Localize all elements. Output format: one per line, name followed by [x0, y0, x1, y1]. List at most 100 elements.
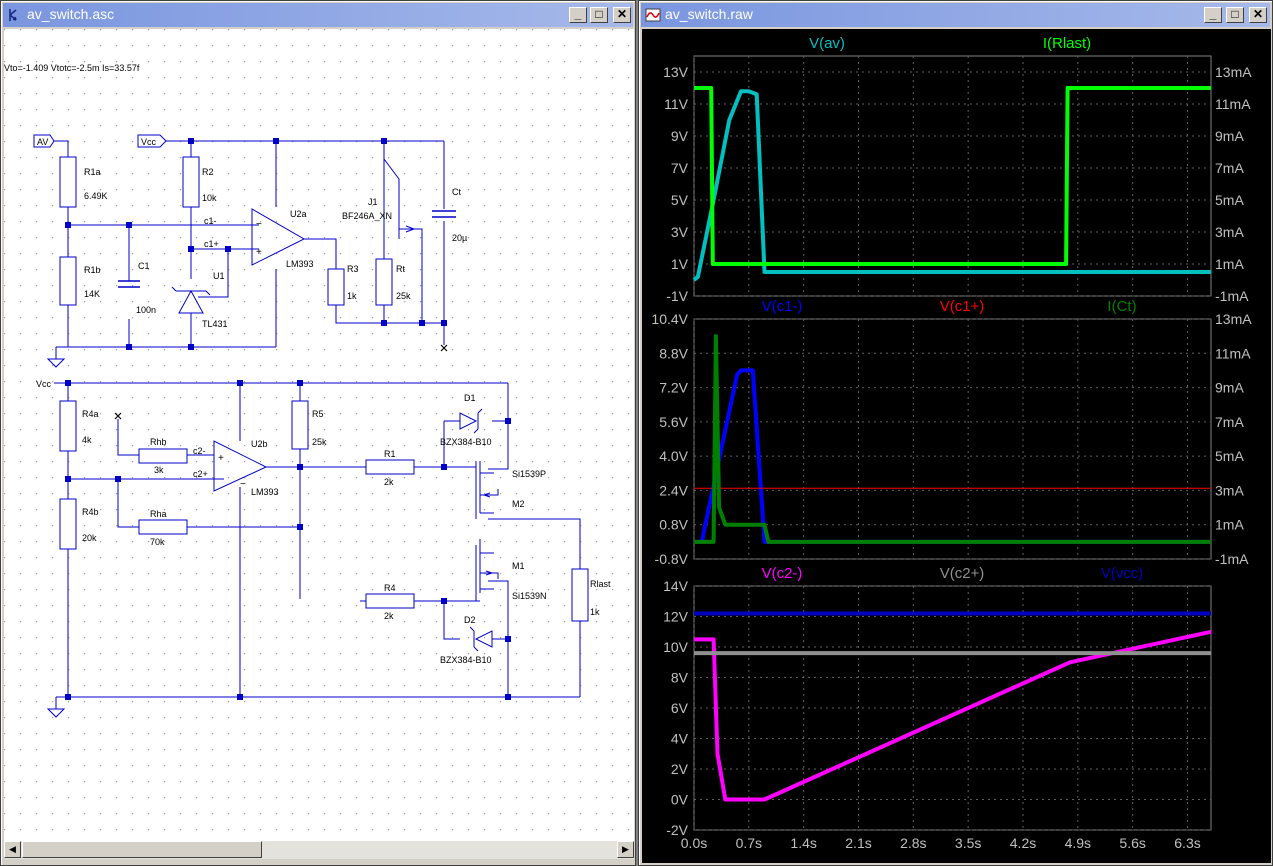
jfet-J1[interactable]	[383, 159, 416, 249]
trace-legend-label[interactable]: V(av)	[809, 35, 845, 52]
svg-text:−: −	[240, 479, 246, 490]
trace-legend-label[interactable]: V(c2-)	[762, 565, 803, 582]
y-right-tick-label: 11mA	[1215, 96, 1251, 112]
close-button[interactable]: ✕	[1249, 7, 1267, 23]
resistor-R5[interactable]	[291, 400, 309, 450]
net-label-vcc[interactable]: Vcc	[141, 137, 157, 147]
resistor-R4b[interactable]	[59, 498, 77, 550]
net-label-av[interactable]: AV	[37, 137, 48, 147]
schematic-drawing[interactable]: Vto=-1.409 Vtotc=-2.5m Is=33.57f	[4, 29, 634, 841]
svg-text:c2-: c2-	[193, 446, 206, 456]
no-connect-marks	[114, 344, 448, 420]
y-left-tick-label: 4.0V	[659, 448, 688, 464]
y-left-tick-label: 1V	[671, 256, 689, 272]
trace-legend-label[interactable]: V(c1-)	[762, 298, 803, 315]
close-button[interactable]: ✕	[613, 7, 631, 23]
minimize-button[interactable]: _	[569, 7, 587, 23]
trace-legend-label[interactable]: V(c1+)	[940, 298, 985, 315]
y-right-tick-label: 1mA	[1215, 517, 1244, 533]
mosfets	[475, 461, 499, 601]
trace-v-c1[interactable]	[694, 368, 1211, 544]
svg-text:R1a: R1a	[84, 167, 101, 177]
capacitor-C1[interactable]	[118, 280, 140, 288]
capacitor-Ct[interactable]	[432, 210, 456, 218]
resistor-R4[interactable]	[365, 593, 415, 609]
resistor-Rha[interactable]	[138, 519, 188, 535]
resistor-R1[interactable]	[365, 459, 415, 475]
shunt-reference-U1[interactable]	[171, 286, 216, 314]
plot-pane-1[interactable]: 13V11V9V7V5V3V1V-1V13mA11mA9mA7mA5mA3mA1…	[663, 35, 1252, 304]
y-left-tick-label: -1V	[666, 288, 688, 304]
scrollbar-thumb[interactable]	[22, 841, 262, 858]
mosfet-M1[interactable]	[475, 545, 499, 601]
y-left-tick-label: 9V	[671, 128, 689, 144]
y-left-tick-label: 5V	[671, 192, 689, 208]
maximize-button[interactable]: □	[1226, 7, 1244, 23]
svg-text:BZX384-B10: BZX384-B10	[440, 437, 492, 447]
svg-text:Rt: Rt	[396, 264, 405, 274]
resistor-R1a[interactable]	[59, 156, 77, 208]
opamp-U2b[interactable]	[213, 440, 268, 492]
resistor-Rt[interactable]	[375, 258, 393, 306]
resistor-R2[interactable]	[182, 156, 200, 208]
svg-text:2k: 2k	[384, 611, 394, 621]
trace-legend-label[interactable]: I(Rlast)	[1043, 35, 1091, 52]
zener-D1[interactable]	[459, 408, 483, 434]
waveform-plots[interactable]: 13V11V9V7V5V3V1V-1V13mA11mA9mA7mA5mA3mA1…	[642, 29, 1271, 863]
svg-text:Rhb: Rhb	[150, 437, 167, 447]
trace-legend-label[interactable]: V(vcc)	[1101, 565, 1144, 582]
svg-text:3k: 3k	[154, 465, 164, 475]
mosfet-M2[interactable]	[475, 461, 499, 519]
trace-i-ct[interactable]	[694, 334, 1211, 544]
svg-text:Rha: Rha	[150, 509, 167, 519]
trace-i-rlast[interactable]	[694, 86, 1211, 266]
schematic-titlebar[interactable]: av_switch.asc _ □ ✕	[3, 3, 633, 27]
trace-legend-label[interactable]: I(Ct)	[1107, 298, 1136, 315]
trace-v-c2[interactable]	[694, 629, 1212, 802]
net-label-vcc-left[interactable]: Vcc	[36, 379, 52, 389]
svg-text:Rlast: Rlast	[590, 579, 611, 589]
x-tick-label: 3.5s	[955, 835, 981, 851]
svg-text:LM393: LM393	[251, 487, 279, 497]
y-right-tick-label: -1mA	[1215, 288, 1249, 304]
plot-frame	[693, 318, 1212, 560]
minimize-button[interactable]: _	[1204, 7, 1222, 23]
svg-text:LM393: LM393	[286, 259, 314, 269]
resistor-R4a[interactable]	[59, 400, 77, 452]
y-left-tick-label: 12V	[663, 609, 689, 625]
schematic-canvas[interactable]: Vto=-1.409 Vtotc=-2.5m Is=33.57f	[4, 29, 634, 841]
resistor-Rhb[interactable]	[138, 448, 188, 464]
scroll-left-button[interactable]: ◀	[4, 841, 21, 858]
x-tick-label: 4.9s	[1065, 835, 1091, 851]
svg-text:R1: R1	[384, 449, 396, 459]
scroll-right-button[interactable]: ▶	[617, 841, 634, 858]
x-tick-label: 5.6s	[1119, 835, 1145, 851]
svg-text:U2a: U2a	[290, 209, 307, 219]
horizontal-scrollbar[interactable]: ◀ ▶	[4, 841, 634, 859]
resistor-Rlast[interactable]	[571, 568, 589, 622]
resistor-R1b[interactable]	[59, 256, 77, 306]
schematic-file-icon	[9, 9, 17, 21]
svg-text:6.49K: 6.49K	[84, 191, 108, 201]
opamp-U2a[interactable]	[251, 208, 306, 266]
maximize-button[interactable]: □	[590, 7, 608, 23]
y-right-tick-label: 5mA	[1215, 192, 1244, 208]
y-right-tick-label: 9mA	[1215, 380, 1244, 396]
spice-directive[interactable]: Vto=-1.409 Vtotc=-2.5m Is=33.57f	[4, 63, 140, 73]
svg-text:Si1539N: Si1539N	[512, 591, 547, 601]
y-left-tick-label: 3V	[671, 224, 689, 240]
waveform-titlebar[interactable]: av_switch.raw _ □ ✕	[641, 3, 1270, 27]
svg-text:Ct: Ct	[452, 187, 461, 197]
svg-text:25k: 25k	[396, 291, 411, 301]
zener-D2[interactable]	[469, 626, 493, 652]
plot-pane-2[interactable]: 10.4V8.8V7.2V5.6V4.0V2.4V0.8V-0.8V13mA11…	[651, 298, 1252, 567]
svg-text:M2: M2	[512, 499, 525, 509]
resistor-R3[interactable]	[327, 268, 345, 306]
svg-text:R4: R4	[384, 583, 396, 593]
svg-text:D2: D2	[464, 615, 476, 625]
trace-legend-label[interactable]: V(c2+)	[940, 565, 985, 582]
trace-v-av[interactable]	[692, 89, 1211, 282]
y-left-tick-label: 4V	[671, 731, 689, 747]
